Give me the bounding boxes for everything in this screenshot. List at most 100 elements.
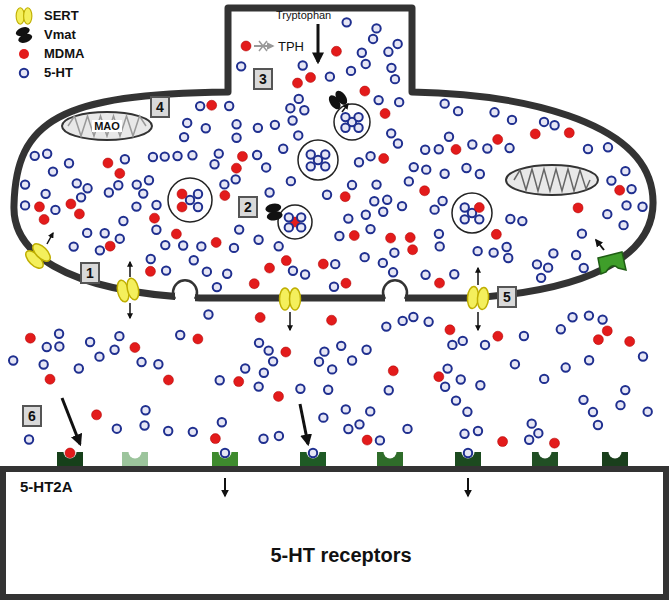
serotonin-molecule xyxy=(114,181,122,189)
serotonin-molecule xyxy=(274,242,282,250)
mdma-molecule xyxy=(210,434,220,444)
serotonin-molecule xyxy=(230,244,238,252)
serotonin-molecule xyxy=(180,133,188,141)
serotonin-molecule xyxy=(342,18,350,26)
blocked-arrow xyxy=(241,41,251,51)
transporter-symbol xyxy=(598,252,626,274)
serotonin-molecule xyxy=(557,325,565,333)
serotonin-molecule xyxy=(269,357,277,365)
fused-vesicle xyxy=(385,293,405,303)
mdma-molecule xyxy=(573,203,583,213)
serotonin-molecule xyxy=(202,124,210,132)
serotonin-molecule xyxy=(288,116,296,124)
legend-text: MDMA xyxy=(44,46,84,61)
serotonin-molecule xyxy=(140,421,148,429)
serotonin-molecule xyxy=(398,202,406,210)
serotonin-molecule xyxy=(463,408,471,416)
legend-symbol xyxy=(16,7,32,24)
serotonin-molecule xyxy=(41,190,49,198)
serotonin-molecule xyxy=(527,419,535,427)
serotonin-molecule xyxy=(476,381,484,389)
serotonin-molecule xyxy=(473,247,481,255)
serotonin-molecule xyxy=(215,149,223,157)
serotonin-molecule xyxy=(337,342,345,350)
callout-number: 3 xyxy=(259,71,267,87)
serotonin-molecule xyxy=(297,213,305,221)
serotonin-molecule xyxy=(287,177,295,185)
serotonin-molecule xyxy=(188,151,196,159)
serotonin-molecule xyxy=(537,274,545,282)
legend-symbol xyxy=(8,26,40,44)
callout-number: 4 xyxy=(156,99,164,115)
legend-row: SERT xyxy=(8,6,84,25)
serotonin-molecule xyxy=(376,436,384,444)
mdma-molecule xyxy=(420,186,430,196)
mdma-molecule xyxy=(602,326,612,336)
serotonin-molecule xyxy=(440,170,448,178)
serotonin-molecule xyxy=(643,407,651,415)
enzyme-label: TPH xyxy=(278,39,304,54)
flow-arrow xyxy=(596,240,604,250)
serotonin-molecule xyxy=(505,144,513,152)
serotonin-molecule xyxy=(300,106,308,114)
mdma-molecule xyxy=(105,241,115,251)
mdma-molecule xyxy=(177,189,187,199)
serotonin-molecule xyxy=(301,270,309,278)
serotonin-molecule xyxy=(119,217,127,225)
serotonin-molecule xyxy=(183,119,191,127)
serotonin-molecule xyxy=(549,249,557,257)
flow-arrow xyxy=(300,404,308,444)
callout-box: 5 xyxy=(497,286,517,308)
mdma-molecule xyxy=(362,435,372,445)
mdma-molecule xyxy=(74,209,84,219)
mdma-molecule xyxy=(331,46,341,56)
serotonin-molecule xyxy=(438,197,446,205)
serotonin-molecule xyxy=(450,270,458,278)
serotonin-molecule xyxy=(210,160,218,168)
serotonin-molecule xyxy=(307,162,315,170)
flow-arrow xyxy=(62,398,80,444)
serotonin-molecule xyxy=(326,72,334,80)
mdma-molecule xyxy=(249,279,259,289)
serotonin-molecule xyxy=(389,268,397,276)
serotonin-molecule xyxy=(330,283,338,291)
serotonin-molecule xyxy=(9,356,17,364)
flow-arrow xyxy=(47,233,53,244)
flow-arrow xyxy=(467,478,469,496)
serotonin-molecule xyxy=(621,386,629,394)
serotonin-molecule xyxy=(459,337,467,345)
serotonin-molecule xyxy=(584,145,592,153)
serotonin-molecule xyxy=(235,225,243,233)
serotonin-molecule xyxy=(262,163,270,171)
synaptic-vesicle xyxy=(168,104,492,239)
serotonin-molecule xyxy=(441,383,449,391)
serotonin-molecule xyxy=(511,360,519,368)
bound-ligand xyxy=(221,449,229,457)
mdma-molecule xyxy=(234,377,244,387)
serotonin-molecule xyxy=(65,159,73,167)
serotonin-molecule xyxy=(603,210,611,218)
serotonin-molecule xyxy=(452,396,460,404)
mdma-molecule xyxy=(625,337,635,347)
serotonin-molecule xyxy=(254,124,262,132)
serotonin-molecule xyxy=(436,242,444,250)
serotonin-molecule xyxy=(75,364,83,372)
serotonin-molecule xyxy=(216,376,224,384)
serotonin-molecule xyxy=(344,425,352,433)
mdma-molecule xyxy=(498,437,508,447)
mdma-molecule xyxy=(265,263,275,273)
legend-row: Vmat xyxy=(8,25,84,44)
serotonin-molecule xyxy=(197,242,205,250)
serotonin-molecule xyxy=(254,236,262,244)
serotonin-molecule xyxy=(204,310,212,318)
serotonin-molecule xyxy=(265,188,273,196)
molecule-dot xyxy=(9,18,652,448)
serotonin-molecule xyxy=(116,234,124,242)
serotonin-molecule xyxy=(475,215,483,223)
bound-ligand xyxy=(464,449,472,457)
serotonin-molecule xyxy=(132,202,140,210)
transporter-symbol xyxy=(598,252,626,274)
mdma-molecule xyxy=(491,229,501,239)
serotonin-molecule xyxy=(162,266,170,274)
serotonin-molecule xyxy=(550,121,558,129)
